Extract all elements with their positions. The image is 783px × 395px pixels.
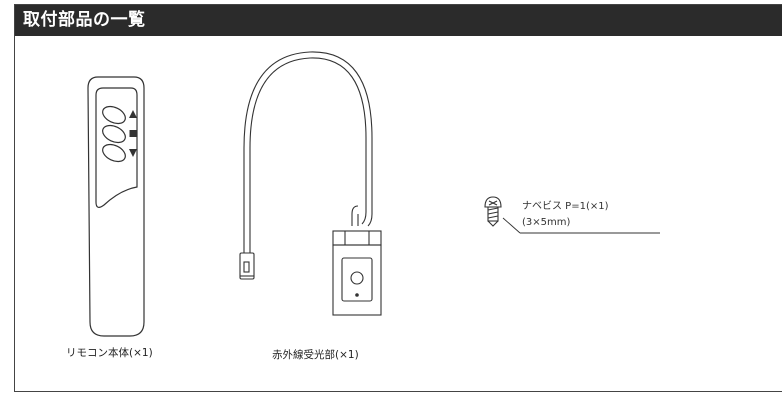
- page-title: 取付部品の一覧: [23, 10, 146, 30]
- screw-name-label: ナベビス P=1(×1): [522, 201, 609, 212]
- modular-plug-icon: [239, 252, 255, 280]
- screw-size-label: (3×5mm): [522, 217, 571, 228]
- remote-stop-button: [102, 124, 137, 144]
- remote-down-button: [102, 143, 137, 163]
- parts-panel: 取付部品の一覧: [14, 4, 782, 392]
- ir-receiver-caption: 赤外線受光部(×1): [272, 349, 359, 361]
- remote-control-icon: [87, 76, 145, 337]
- remote-up-button: [102, 105, 137, 125]
- title-bar: 取付部品の一覧: [15, 5, 782, 36]
- triangle-down-icon: [129, 149, 137, 157]
- ir-receiver-icon: [239, 51, 382, 316]
- remote-caption: リモコン本体(×1): [66, 347, 153, 359]
- sensor-housing: [332, 230, 382, 316]
- screw-icon: [484, 196, 502, 227]
- square-stop-icon: [129, 130, 137, 137]
- screw-leader-line: [502, 217, 660, 234]
- triangle-up-icon: [129, 110, 137, 118]
